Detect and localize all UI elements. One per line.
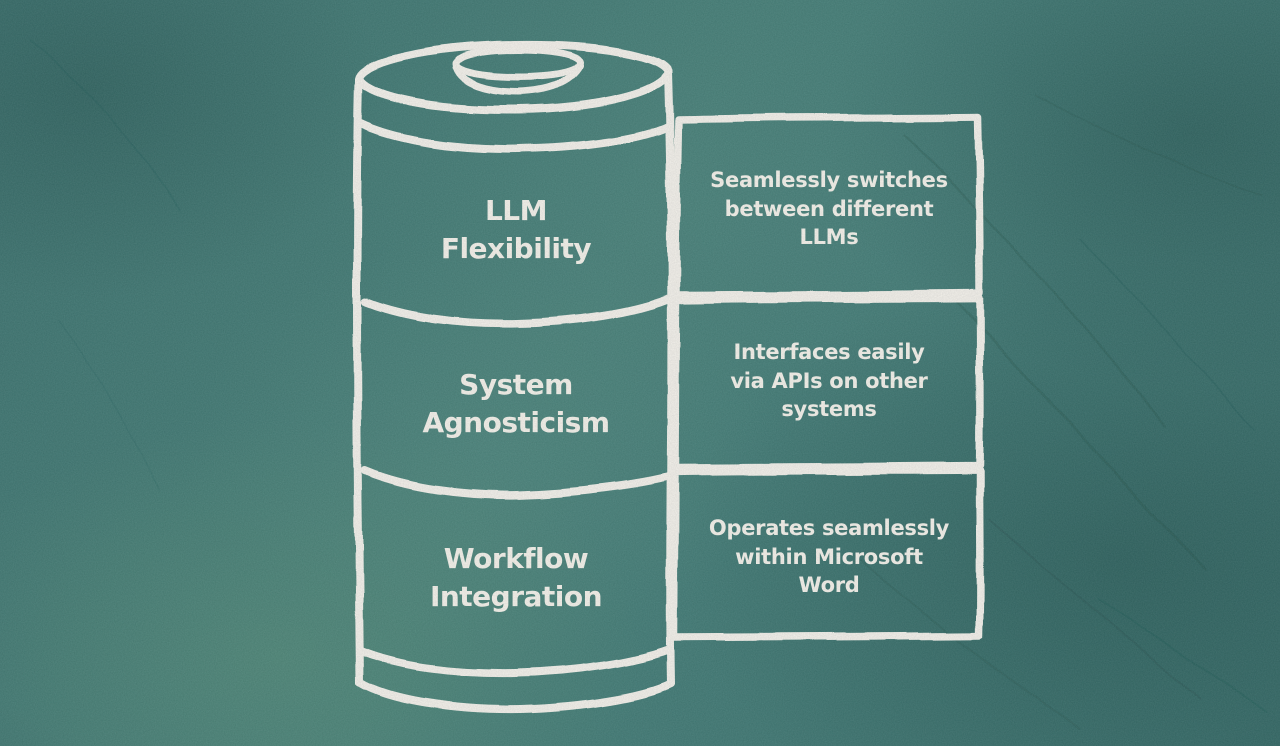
segment-divider-2 [361,467,673,500]
segment-1-label-line-2: Flexibility [440,232,592,265]
segment-2-description-line-1: Interfaces easily [733,340,925,364]
segment-2-label-line-2: Agnosticism [422,406,610,439]
segment-1-label: LLM Flexibility [356,192,676,268]
segment-2-label-line-1: System [459,368,573,401]
segment-3-description-line-3: Word [798,573,860,597]
segment-1-description-line-2: between different [724,196,934,221]
segment-2-description-line-3: systems [781,397,877,421]
segment-3-description-line-1: Operates seamlessly [708,516,950,540]
cylinder-cap-top-ellipse [452,46,583,81]
segment-1-label-line-1: LLM [484,194,548,227]
cylinder-bottom-ellipse [356,678,675,714]
segment-3-description: Operates seamlessly within Microsoft Wor… [676,514,982,600]
segment-3-label-line-2: Integration [429,580,603,613]
cylinder-bottom-rim [356,645,674,678]
segment-1-description-line-1: Seamlessly switches [710,168,948,192]
segment-2-label: System Agnosticism [356,366,676,442]
cylinder-top-rim [357,120,673,154]
segment-3-label-line-1: Workflow [443,542,589,575]
segment-3-label: Workflow Integration [356,540,676,616]
segment-2-description-line-2: via APIs on other [730,368,928,393]
segment-3-description-line-2: within Microsoft [735,544,923,569]
segment-2-description: Interfaces easily via APIs on other syst… [676,338,982,424]
segment-divider-1 [361,295,672,328]
segment-1-description-line-3: LLMs [799,225,859,249]
segment-1-description: Seamlessly switches between different LL… [676,166,982,252]
